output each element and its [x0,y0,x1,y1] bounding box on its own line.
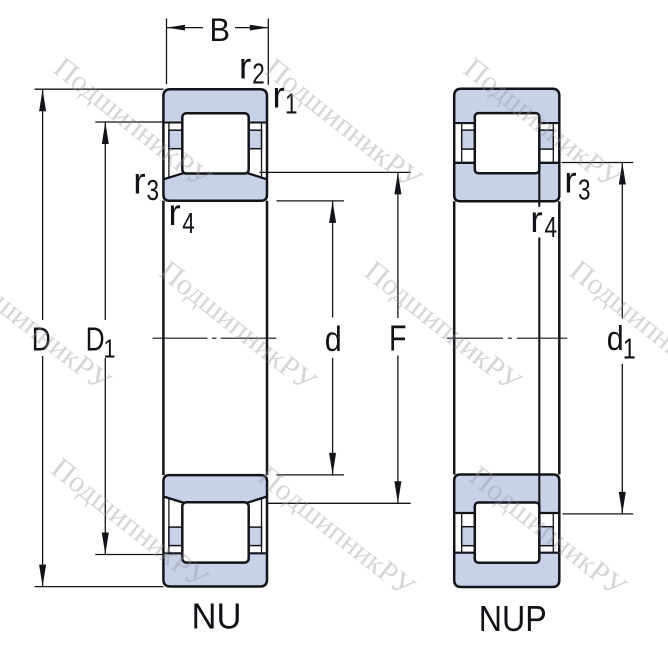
svg-text:D: D [86,321,105,358]
svg-text:d: d [325,320,342,359]
svg-text:d: d [607,320,624,358]
svg-text:F: F [389,317,407,358]
svg-text:r: r [564,160,576,201]
svg-text:NU: NU [192,595,242,636]
svg-text:NUP: NUP [479,598,547,639]
svg-text:4: 4 [182,208,195,240]
svg-text:1: 1 [104,333,116,363]
svg-text:r: r [168,192,180,233]
svg-text:3: 3 [578,174,591,206]
svg-text:2: 2 [252,59,264,91]
svg-text:r: r [272,74,284,115]
svg-text:r: r [530,199,542,240]
svg-text:r: r [133,160,145,201]
svg-text:1: 1 [285,88,298,120]
svg-text:B: B [210,12,231,48]
svg-text:3: 3 [147,175,160,207]
svg-text:D: D [32,321,51,358]
svg-text:4: 4 [545,212,558,244]
svg-text:r: r [239,45,251,86]
svg-text:1: 1 [623,333,636,365]
